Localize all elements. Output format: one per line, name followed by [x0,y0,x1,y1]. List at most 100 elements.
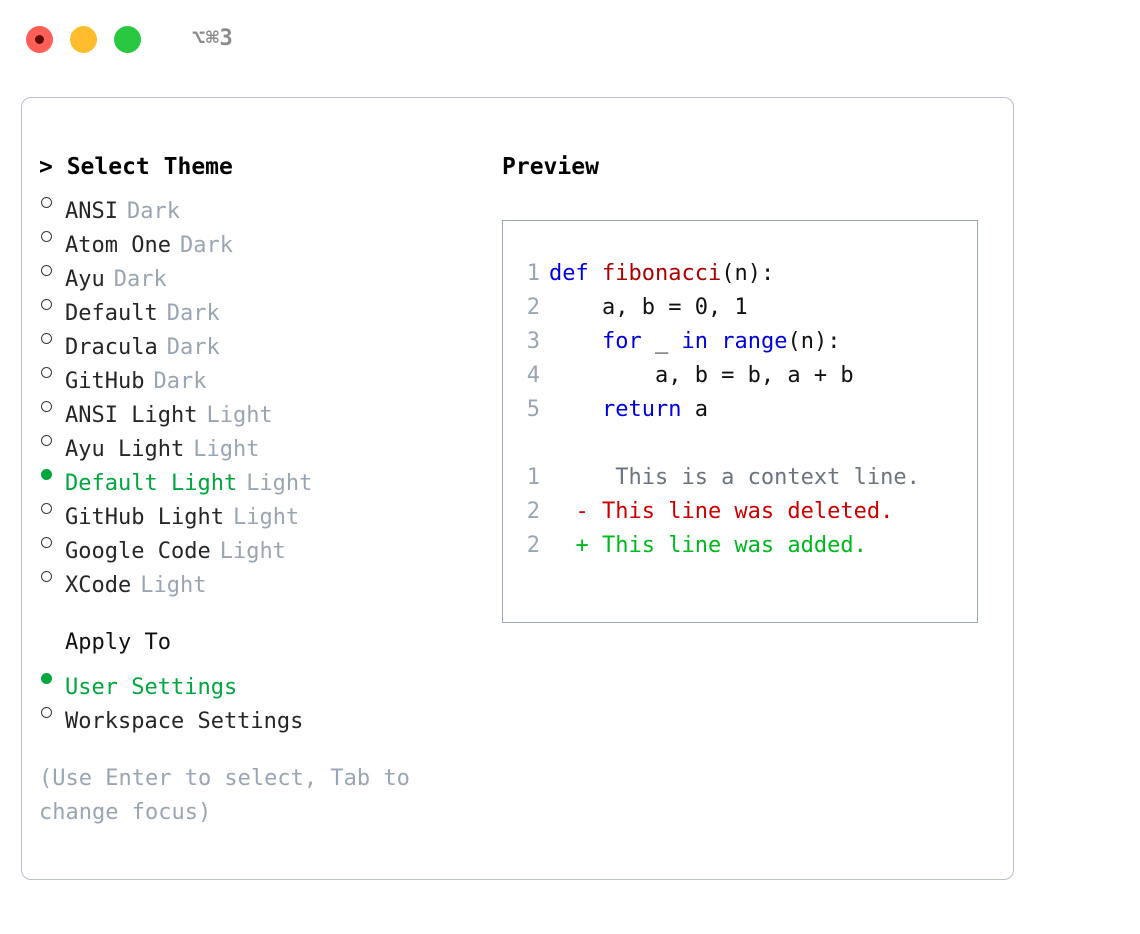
diff-text: This is a context line. [549,465,920,490]
radio-unselected-icon [39,524,65,558]
token-kw: for [601,329,642,354]
line-number: 4 [526,363,540,388]
line-number: 5 [526,397,540,422]
code-line: 5 return a [503,393,977,427]
line-number: 1 [526,261,540,286]
code-text: def fibonacci(n): [549,257,774,291]
line-number: 2 [526,533,540,558]
token-pl: _ [641,329,682,354]
token-kw: range [721,329,788,354]
code-line: 4 a, b = b, a + b [503,359,977,393]
item-label: XCode [65,573,132,598]
diff-text: + This line was added. [549,533,867,558]
code-text: for _ in range(n): [549,325,840,359]
diff-text: - This line was deleted. [549,499,894,524]
theme-option[interactable]: ANSI Light Light [39,388,479,428]
token-pl [549,329,602,354]
code-line: 1 def fibonacci(n): [503,257,977,291]
theme-option[interactable]: Atom One Dark [39,218,479,258]
close-button[interactable] [26,25,53,53]
radio-unselected-icon [39,490,65,524]
diff-line: 1 This is a context line. [503,461,977,495]
item-label: GitHub Light [65,505,224,530]
item-label: Ayu [65,267,105,292]
item-variant-tag: Dark [179,233,233,258]
diff-line: 2 + This line was added. [503,529,977,563]
code-line: 3 for _ in range(n): [503,325,977,359]
item-variant-tag: Light [140,573,207,598]
theme-option[interactable]: Google Code Light [39,524,479,564]
theme-option[interactable]: Default Light Light [39,456,479,496]
token-pl [708,329,721,354]
item-label: ANSI Light [65,403,198,428]
item-label: User Settings [65,675,238,700]
token-pl [549,397,602,422]
keyboard-hint-text: (Use Enter to select, Tab to change focu… [39,766,424,825]
radio-unselected-icon [39,694,65,728]
token-kw: in [681,329,708,354]
item-variant-tag: Dark [153,369,207,394]
token-kw: def [549,261,602,286]
keyboard-shortcut-label: ⌥⌘3 [192,26,234,51]
item-variant-tag: Dark [113,267,167,292]
token-pl: a, b = 0, 1 [549,295,748,320]
minimize-button[interactable] [70,25,97,53]
diff-sample: 1 This is a context line.2 - This line w… [503,461,977,563]
code-text: a, b = 0, 1 [549,291,748,325]
radio-unselected-icon [39,320,65,354]
code-text: a, b = b, a + b [549,359,854,393]
theme-option[interactable]: XCode Light [39,558,479,598]
token-pl: (n): [787,329,841,354]
item-label: Default [65,301,158,326]
radio-unselected-icon [39,354,65,388]
item-variant-tag: Dark [166,301,220,326]
item-label: Default Light [65,471,238,496]
maximize-button[interactable] [114,25,141,53]
token-pl: a [681,397,708,422]
item-variant-tag: Light [193,437,260,462]
item-variant-tag: Dark [126,199,180,224]
line-number: 2 [526,499,540,524]
radio-unselected-icon [39,558,65,592]
item-variant-tag: Light [219,539,286,564]
item-label: Google Code [65,539,211,564]
diff-line: 2 - This line was deleted. [503,495,977,529]
token-fn: fibonacci [601,261,722,286]
theme-option[interactable]: Dracula Dark [39,320,479,360]
token-kw: return [601,397,682,422]
item-label: Atom One [65,233,171,258]
code-line: 2 a, b = 0, 1 [503,291,977,325]
radio-selected-icon [39,660,65,694]
item-variant-tag: Light [246,471,313,496]
theme-option[interactable]: Ayu Light Light [39,422,479,462]
window-controls [26,25,141,53]
apply-to-option[interactable]: User Settings [39,660,479,700]
item-variant-tag: Dark [166,335,220,360]
apply-to-option[interactable]: Workspace Settings [39,694,479,734]
radio-unselected-icon [39,286,65,320]
theme-option[interactable]: ANSI Dark [39,184,479,224]
item-variant-tag: Light [206,403,273,428]
radio-unselected-icon [39,252,65,286]
preview-heading: Preview [502,154,599,180]
title-bar: ⌥⌘3 [0,0,1140,78]
item-label: ANSI [65,199,118,224]
theme-option[interactable]: Ayu Dark [39,252,479,292]
item-label: Dracula [65,335,158,360]
spacer [503,427,977,461]
token-pl: a, b = b, a + b [549,363,854,388]
item-label: Ayu Light [65,437,185,462]
line-number: 1 [526,465,540,490]
item-label: Workspace Settings [65,709,304,734]
line-number: 3 [526,329,540,354]
theme-option[interactable]: Default Dark [39,286,479,326]
